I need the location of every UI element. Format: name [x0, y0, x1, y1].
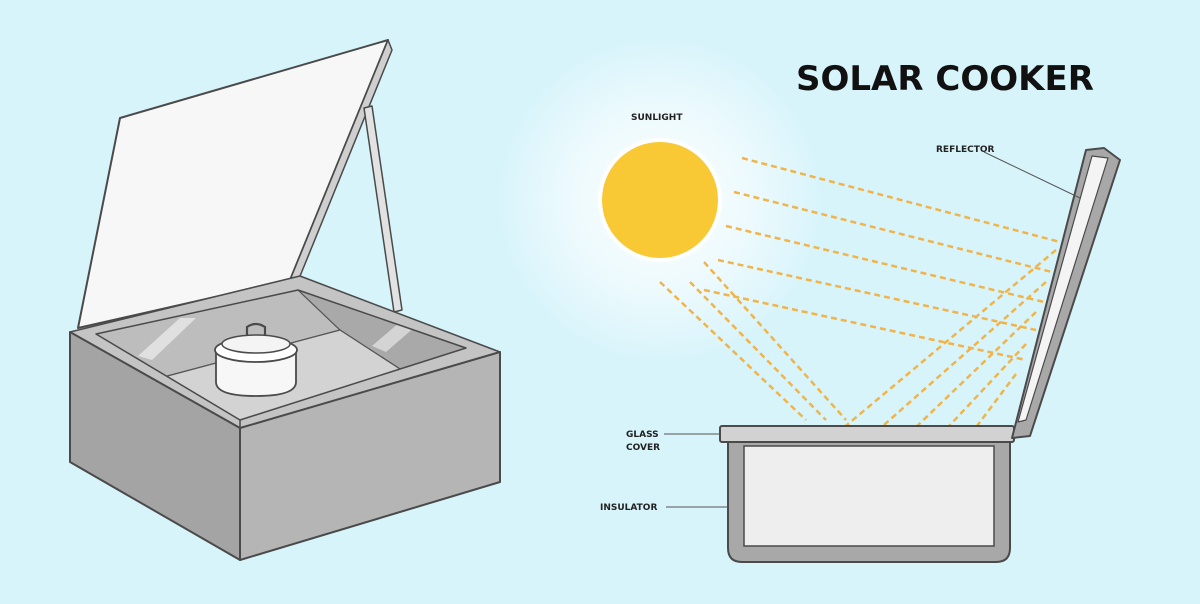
- reflected-ray: [771, 249, 1057, 488]
- insulator-inner: [743, 445, 995, 547]
- glass-cover-label-line1: GLASS: [626, 430, 659, 440]
- sun-ray: [703, 288, 1027, 362]
- lid-support-strut: [363, 105, 403, 313]
- box-cooker-illustration: [69, 39, 501, 561]
- glass-cover-label-line2: COVER: [626, 443, 660, 453]
- glass-cover: [719, 425, 1015, 443]
- sun-ray: [741, 156, 1061, 244]
- box-front-side: [239, 351, 501, 561]
- cooking-pot: [214, 322, 298, 397]
- reflector-panel: [1011, 147, 1121, 439]
- diagram-title: SOLAR COOKER: [796, 59, 1094, 99]
- insulator-label: INSULATOR: [600, 503, 657, 513]
- cross-section-diagram: [495, 35, 1121, 563]
- sun-ray: [703, 261, 847, 421]
- box-rim: [69, 275, 501, 429]
- glass-reflection-2: [372, 322, 416, 352]
- box-lid: [77, 39, 389, 329]
- sun-icon: [598, 138, 722, 262]
- glass-reflection-1: [138, 318, 196, 360]
- incoming-sun-rays: [659, 156, 1061, 421]
- sun-ray: [659, 281, 807, 421]
- sun-ray: [725, 224, 1045, 304]
- sun-ray: [717, 258, 1037, 332]
- reflector-leader-line: [983, 151, 1081, 199]
- sun-ray: [733, 190, 1053, 274]
- sunlight-label: SUNLIGHT: [631, 113, 683, 123]
- reflector-label: REFLECTOR: [936, 145, 995, 155]
- sun-ray: [689, 281, 827, 421]
